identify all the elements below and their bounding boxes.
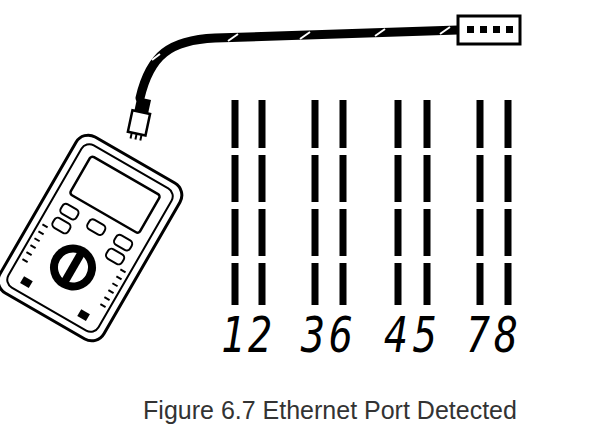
bar-segment [312, 155, 319, 202]
bar-segment [259, 155, 266, 202]
bar-segment [312, 100, 319, 148]
bar-segment [259, 263, 266, 305]
cable [140, 30, 458, 98]
pin-number: 5 [413, 310, 437, 360]
bar-segment [232, 155, 239, 202]
bar-segment [340, 209, 347, 256]
bar-segment [424, 155, 431, 202]
bar-segment [312, 263, 319, 305]
bar-segment [259, 100, 266, 148]
bar-segment [424, 209, 431, 256]
port-pins [467, 26, 513, 33]
pin-number: 6 [329, 310, 353, 360]
pin-number: 7 [466, 310, 490, 360]
ethernet-port [458, 16, 520, 44]
bar-segment [477, 263, 484, 305]
bar-segment [232, 263, 239, 305]
rj45-plug [127, 97, 153, 142]
cable-stripes [152, 27, 450, 60]
cable-tester [0, 130, 187, 346]
bar-segment [340, 263, 347, 305]
bar-segment [424, 100, 431, 148]
bar-segment [477, 209, 484, 256]
pin-number: 8 [494, 310, 518, 360]
bar-segment [505, 155, 512, 202]
bar-segment [395, 209, 402, 256]
bar-segment [505, 100, 512, 148]
signal-bars [232, 100, 512, 305]
bar-segment [340, 155, 347, 202]
figure-caption: Figure 6.7 Ethernet Port Detected [143, 396, 517, 425]
bar-segment [259, 209, 266, 256]
bar-segment [477, 155, 484, 202]
pin-number: 2 [248, 310, 272, 360]
pin-number: 4 [384, 310, 408, 360]
bar-segment [312, 209, 319, 256]
bar-segment [232, 100, 239, 148]
bar-segment [505, 263, 512, 305]
bar-segment [395, 263, 402, 305]
bar-segment [395, 100, 402, 148]
bar-segment [505, 209, 512, 256]
pin-number: 3 [301, 310, 325, 360]
bar-segment [477, 100, 484, 148]
pin-number: 1 [221, 310, 245, 360]
bar-segment [340, 100, 347, 148]
bar-segment [232, 209, 239, 256]
bar-segment [424, 263, 431, 305]
bar-segment [395, 155, 402, 202]
